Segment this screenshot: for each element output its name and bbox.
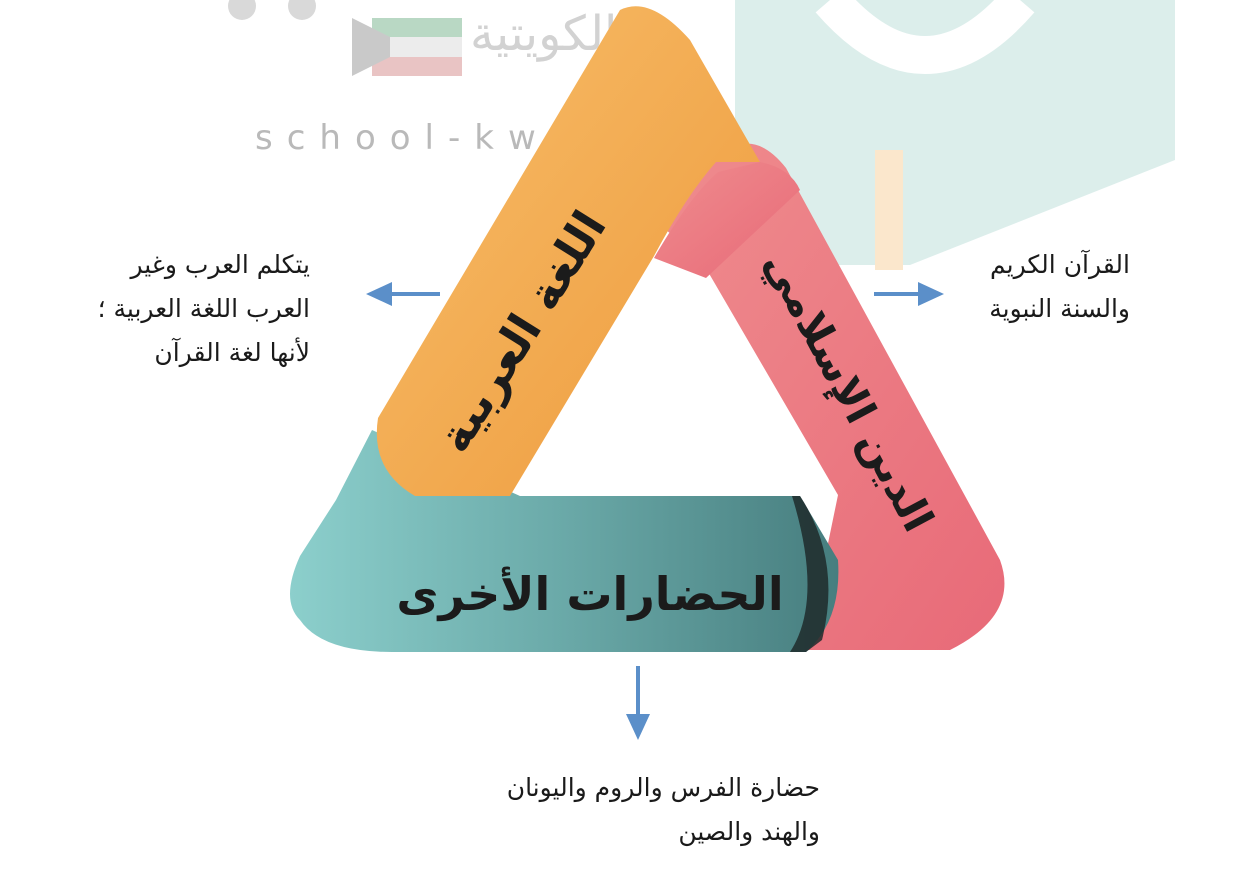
note-right-line-2: والسنة النبوية <box>989 294 1130 323</box>
watermark-arabic-text: الكويتية <box>470 6 618 62</box>
watermark-flag-icon <box>352 18 462 76</box>
note-other-civilizations: حضارة الفرس والروم واليونان والهند والصي… <box>507 766 820 854</box>
watermark-dots-icon <box>228 0 316 20</box>
note-left-line-3: لأنها لغة القرآن <box>154 338 310 367</box>
band-arabic-language <box>376 6 760 496</box>
watermark-logo-icon <box>735 0 1175 270</box>
band-islam <box>660 143 1005 650</box>
note-left-line-1: يتكلم العرب وغير <box>130 250 310 279</box>
note-arabic-language: يتكلم العرب وغير العرب اللغة العربية ؛ ل… <box>0 243 310 375</box>
note-left-line-2: العرب اللغة العربية ؛ <box>97 294 310 323</box>
arrow-left-icon <box>366 282 440 306</box>
note-bottom-line-1: حضارة الفرس والروم واليونان <box>506 773 820 802</box>
band-label-other-civilizations: الحضارات الأخرى <box>396 566 783 621</box>
arrow-right-icon <box>874 282 944 306</box>
note-bottom-line-2: والهند والصين <box>678 817 820 846</box>
note-islam: القرآن الكريم والسنة النبوية <box>989 243 1130 331</box>
arrow-down-icon <box>626 666 650 740</box>
note-right-line-1: القرآن الكريم <box>989 250 1130 279</box>
